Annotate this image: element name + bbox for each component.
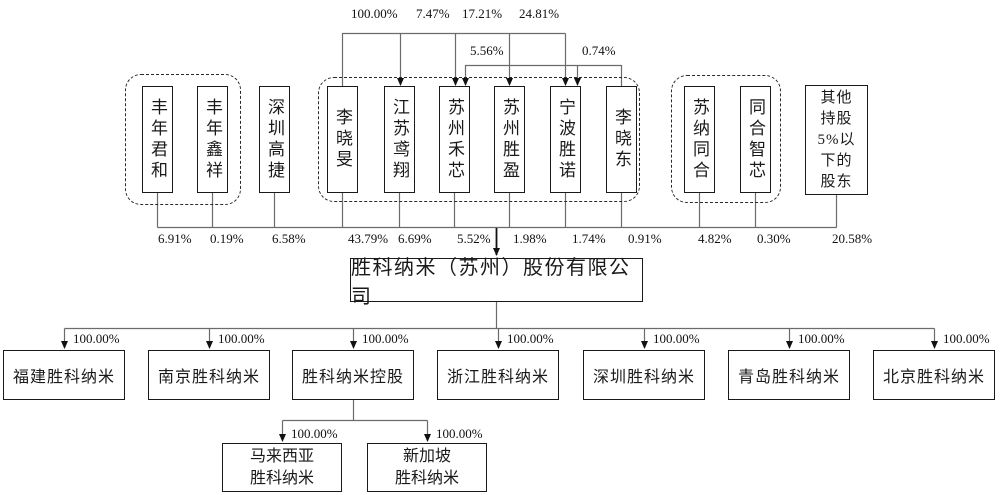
subsidiary-box-nanjing: 南京胜科纳米 — [148, 350, 270, 400]
shareholder-box-tonghe-zhixin: 同合智芯 — [740, 86, 771, 193]
shareholder-box-fengnian-junhe: 丰年君和 — [142, 86, 173, 193]
subsidiary-box-beijing: 北京胜科纳米 — [873, 350, 995, 400]
shareholder-box-li-xiaodong: 李晓东 — [606, 86, 637, 193]
sub-pct-shenzhen: 100.00% — [653, 331, 700, 346]
shareholder-box-suna-tonghe: 苏纳同合 — [684, 86, 715, 193]
top-pct-li-xiaomin-suzhou-hexin: 7.47% — [416, 6, 450, 21]
ownership-pct-jiangsu-yuanxiang: 6.69% — [398, 231, 432, 246]
ownership-pct-shenzhen-gaojie: 6.58% — [272, 231, 306, 246]
ownership-pct-suna-tonghe: 4.82% — [698, 231, 732, 246]
shareholder-box-suzhou-shengying: 苏州胜盈 — [494, 86, 525, 193]
sub-pct-holding: 100.00% — [362, 331, 409, 346]
top-pct-li-xiaomin-jiangsu-yuanxiang: 100.00% — [351, 6, 398, 21]
ownership-pct-suzhou-shengying: 1.98% — [513, 231, 547, 246]
group-fengnian — [125, 74, 241, 205]
top-pct-li-xiaodong-suzhou-hexin: 5.56% — [470, 43, 504, 58]
subsidiary-box-shenzhen: 深圳胜科纳米 — [583, 350, 705, 400]
subsidiary-box-qingdao: 青岛胜科纳米 — [728, 350, 850, 400]
sub-pct-fujian: 100.00% — [73, 331, 120, 346]
group-li-xiaomin-parties — [318, 77, 640, 202]
shareholder-box-fengnian-xinxiang: 丰年鑫祥 — [197, 86, 228, 193]
group-tonghe — [671, 75, 781, 203]
shareholder-box-li-xiaomin: 李晓旻 — [327, 86, 358, 193]
top-pct-li-xiaomin-ningbo-shengnuo: 24.81% — [519, 6, 560, 21]
sub-pct-zhejiang: 100.00% — [507, 331, 554, 346]
ownership-pct-tonghe-zhixin: 0.30% — [757, 231, 791, 246]
top-pct-li-xiaomin-suzhou-shengying: 17.21% — [462, 6, 503, 21]
top-pct-li-xiaodong-ningbo-shengnuo: 0.74% — [582, 43, 616, 58]
grandchild-box-malaysia: 马来西亚 胜科纳米 — [222, 443, 342, 492]
ownership-pct-li-xiaodong: 0.91% — [628, 231, 662, 246]
ownership-pct-li-xiaomin: 43.79% — [348, 231, 389, 246]
sub-pct-nanjing: 100.00% — [218, 331, 265, 346]
sub-pct-qingdao: 100.00% — [798, 331, 845, 346]
gc-pct-malaysia: 100.00% — [291, 426, 338, 441]
shareholder-box-shenzhen-gaojie: 深圳高捷 — [259, 86, 290, 193]
shareholder-box-other-under-5pct: 其他 持股 5%以 下的 股东 — [805, 85, 868, 195]
sub-pct-beijing: 100.00% — [943, 331, 990, 346]
subsidiary-box-holding: 胜科纳米控股 — [292, 350, 414, 400]
shareholder-box-suzhou-hexin: 苏州禾芯 — [439, 86, 470, 193]
shareholder-box-jiangsu-yuanxiang: 江苏鸢翔 — [384, 86, 415, 193]
ownership-pct-fengnian-junhe: 6.91% — [158, 231, 192, 246]
gc-pct-singapore: 100.00% — [436, 426, 483, 441]
grandchild-box-singapore: 新加坡 胜科纳米 — [367, 443, 487, 492]
shareholder-box-ningbo-shengnuo: 宁波胜诺 — [550, 86, 581, 193]
ownership-pct-ningbo-shengnuo: 1.74% — [572, 231, 606, 246]
ownership-pct-fengnian-xinxiang: 0.19% — [210, 231, 244, 246]
subsidiary-box-zhejiang: 浙江胜科纳米 — [437, 350, 559, 400]
subsidiary-box-fujian: 福建胜科纳米 — [3, 350, 125, 400]
ownership-pct-other-under-5pct: 20.58% — [832, 231, 873, 246]
company-box: 胜科纳米（苏州）股份有限公司 — [350, 257, 643, 308]
ownership-pct-suzhou-hexin: 5.52% — [457, 231, 491, 246]
